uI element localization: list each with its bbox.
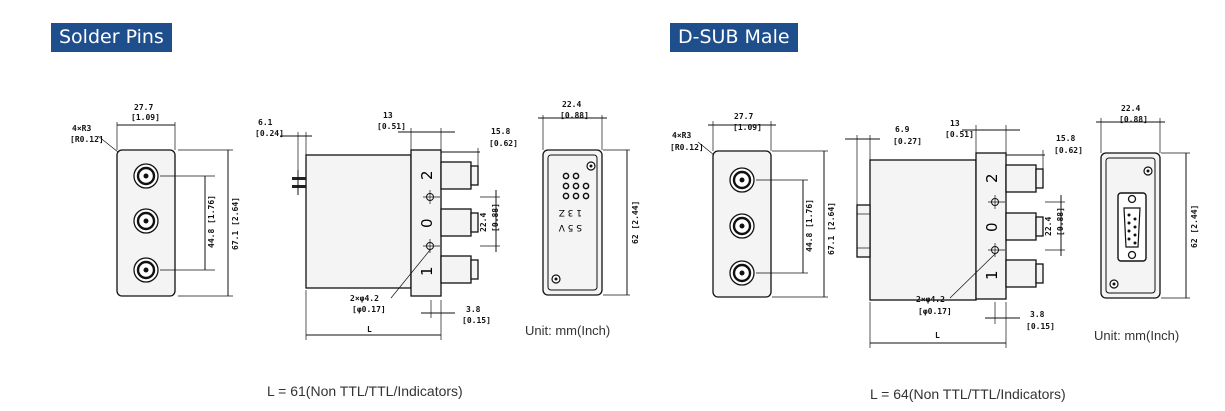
dim-bottom-in: [0.15] (1026, 322, 1055, 331)
back-markings-1: 1 3 Z (559, 207, 582, 217)
dim-pin-in: [0.27] (893, 137, 922, 146)
dim-pitch-small: 22.4 (479, 213, 488, 232)
dim-pitch: 44.8 [1.76] (207, 195, 216, 248)
dim-back-height: 62 [2.44] (631, 201, 640, 244)
left-front-view: 27.7 [1.09] 4×R3 [R0.12] 44.8 [1.76] 67.… (70, 103, 240, 297)
dim-pin-in: [0.24] (255, 129, 284, 138)
port-0: 0 (983, 222, 1001, 232)
right-front-view: 27.7 [1.09] 4×R3 [R0.12] 44.8 [1.76] 67.… (670, 112, 836, 298)
connector-top (133, 163, 159, 189)
dim-conn: 15.8 (491, 127, 510, 136)
dim-height: 67.1 [2.64] (231, 197, 240, 250)
dim-top: 13 (383, 111, 393, 120)
unit-label-left: Unit: mm(Inch) (525, 323, 611, 338)
length-note-left: L = 61(Non TTL/TTL/Indicators) (267, 383, 463, 399)
connector-bottom (133, 257, 159, 283)
dim-back-width: 22.4 (1121, 104, 1140, 113)
dim-width-in: [1.09] (131, 113, 160, 122)
right-side-view: 2 0 1 13 [0.51] 6.9 [0.27] 15.8 [0.62] 2… (845, 119, 1083, 348)
port-2: 2 (418, 170, 436, 180)
dim-back-width-in: [0.88] (560, 111, 589, 120)
dim-pitch-small: 22.4 (1044, 217, 1053, 236)
connector-middle (133, 208, 159, 234)
dim-hole-in: [φ0.17] (918, 307, 952, 316)
dim-width: 27.7 (134, 103, 153, 112)
port-1: 1 (983, 270, 1001, 280)
dim-height: 67.1 [2.64] (827, 202, 836, 255)
dim-back-width-in: [0.88] (1119, 115, 1148, 124)
dsub-connector (1117, 192, 1147, 262)
dim-radius-in: [R0.12] (70, 135, 104, 144)
port-0: 0 (418, 218, 436, 228)
dim-radius: 4×R3 (672, 131, 691, 140)
left-back-view: 1 3 Z S 5 V 22.4 [0.88] 62 [2.44] (538, 100, 640, 296)
dim-bottom: 3.8 (1030, 310, 1045, 319)
dim-pin: 6.9 (895, 125, 910, 134)
dim-hole-in: [φ0.17] (352, 305, 386, 314)
dim-conn: 15.8 (1056, 134, 1075, 143)
dim-L: L (367, 325, 372, 334)
dim-bottom: 3.8 (466, 305, 481, 314)
dim-pitch-small-in: [0.88] (1056, 207, 1065, 236)
dim-width-in: [1.09] (733, 123, 762, 132)
unit-label-right: Unit: mm(Inch) (1094, 328, 1180, 343)
dim-top-in: [0.51] (377, 122, 406, 131)
dim-hole: 2×φ4.2 (916, 295, 945, 304)
section-tag-solder-pins: Solder Pins (51, 23, 172, 52)
length-note-right: L = 64(Non TTL/TTL/Indicators) (870, 386, 1066, 402)
dim-radius: 4×R3 (72, 124, 91, 133)
port-1: 1 (418, 266, 436, 276)
dim-back-height: 62 [2.44] (1190, 205, 1199, 248)
dim-pin: 6.1 (258, 118, 273, 127)
dim-pitch-small-in: [0.88] (491, 203, 500, 232)
dim-bottom-in: [0.15] (462, 316, 491, 325)
dim-radius-in: [R0.12] (670, 143, 704, 152)
back-markings-2: S 5 V (558, 222, 582, 232)
dim-top: 13 (950, 119, 960, 128)
port-2: 2 (983, 173, 1001, 183)
dim-hole: 2×φ4.2 (350, 294, 379, 303)
right-back-view: 22.4 [0.88] 62 [2.44] (1096, 104, 1199, 299)
dim-conn-in: [0.62] (489, 139, 518, 148)
dim-top-in: [0.51] (945, 130, 974, 139)
dim-conn-in: [0.62] (1054, 146, 1083, 155)
dim-pitch: 44.8 [1.76] (805, 199, 814, 252)
dim-back-width: 22.4 (562, 100, 581, 109)
dim-L: L (935, 331, 940, 340)
left-side-view: 2 0 1 13 [0.51] 6.1 [0.24] 15.8 [0.62] 2… (255, 111, 518, 340)
section-tag-dsub-male: D-SUB Male (670, 23, 798, 52)
dim-width: 27.7 (734, 112, 753, 121)
